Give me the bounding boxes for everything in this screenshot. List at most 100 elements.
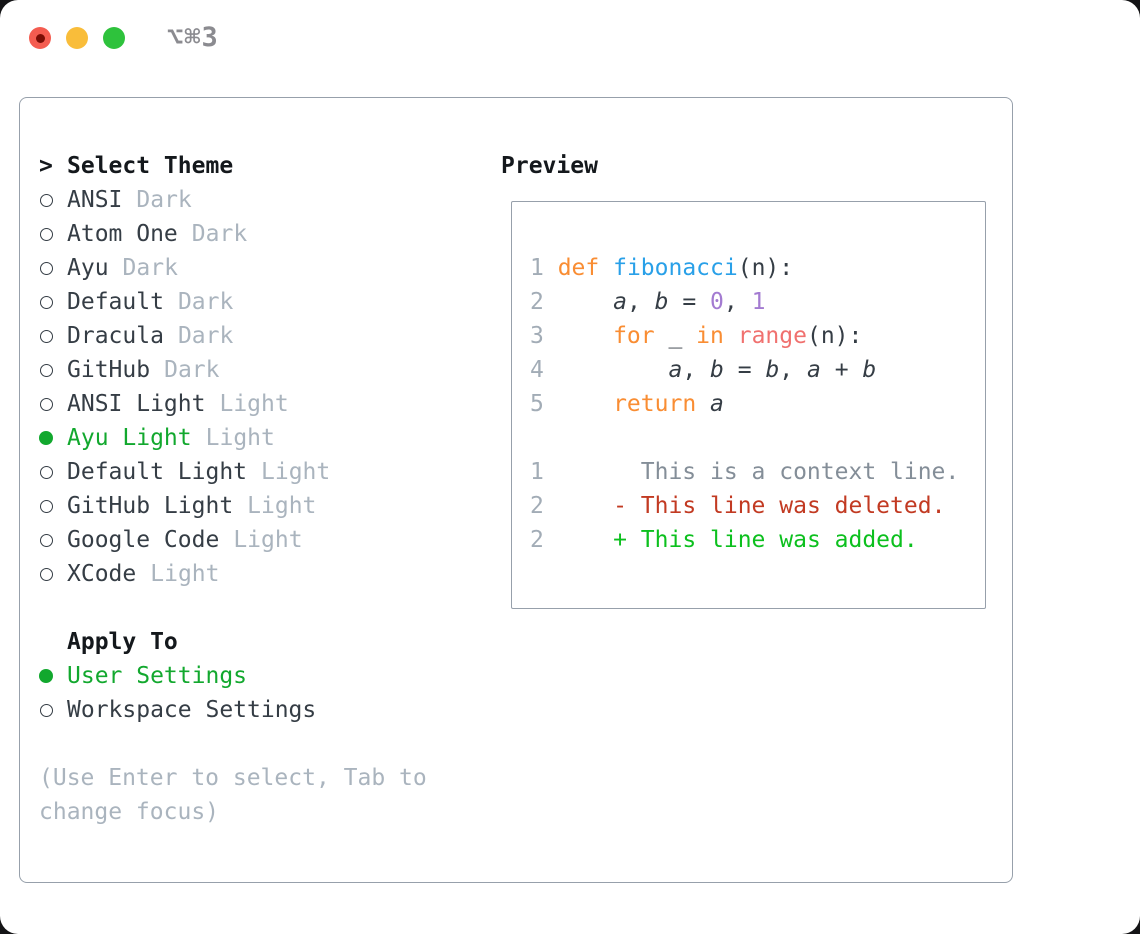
close-button[interactable] [29,27,51,49]
option-badge: Dark [191,221,248,247]
radio-marker [39,387,67,421]
option-badge: Light [219,391,289,417]
option-label: GitHub [67,357,151,383]
theme-option[interactable]: Default Light Light [39,455,484,489]
radio-icon [40,703,53,717]
radio-marker [39,489,67,523]
code-line: 5 return a [530,387,985,421]
radio-icon [40,465,53,479]
option-badge: Dark [164,357,220,383]
radio-icon [40,567,53,581]
radio-marker [39,557,67,591]
option-label: Atom One [67,221,178,247]
option-label: Google Code [67,527,220,553]
theme-option[interactable]: ANSI Light Light [39,387,484,421]
theme-option[interactable]: GitHub Dark [39,353,484,387]
option-badge: Light [247,493,317,519]
code-text: This is a context line. [557,459,960,485]
theme-option[interactable]: Dracula Dark [39,319,484,353]
radio-marker [39,523,67,557]
preview-header: Preview [501,153,598,179]
radio-marker [39,659,67,693]
radio-marker [39,319,67,353]
line-number: 2 [530,493,544,519]
code-text: + This line was added. [613,527,918,553]
code-line: 2 + This line was added. [530,523,985,557]
line-number: 5 [530,391,544,417]
apply-to-marker [39,625,67,659]
line-number: 1 [530,255,544,281]
code-line: 3 for _ in range(n): [530,319,985,353]
line-number: 3 [530,323,544,349]
option-badge: Dark [122,255,178,281]
help-text: (Use Enter to select, Tab to change focu… [39,765,427,825]
window-title: ⌥⌘3 [167,22,219,53]
option-badge: Light [205,425,275,451]
theme-list: ANSI Dark Atom One Dark Ayu Dark Default… [39,183,484,591]
theme-option[interactable]: Ayu Dark [39,251,484,285]
code-line: 2 - This line was deleted. [530,489,985,523]
option-label: ANSI [67,187,123,213]
theme-option[interactable]: GitHub Light Light [39,489,484,523]
code-text: a, b = b, a + b [668,357,877,383]
radio-icon [40,397,53,411]
option-badge: Light [150,561,220,587]
maximize-button[interactable] [103,27,125,49]
radio-marker [39,217,67,251]
select-theme-header: > Select Theme [39,149,484,183]
code-line [530,421,985,455]
option-label: ANSI Light [67,391,206,417]
radio-marker [39,455,67,489]
radio-icon [40,363,53,377]
apply-target-option[interactable]: Workspace Settings [39,693,484,727]
option-badge: Dark [177,323,234,349]
radio-icon [40,499,53,513]
theme-option[interactable]: Default Dark [39,285,484,319]
option-label: GitHub Light [67,493,234,519]
apply-to-title: Apply To [67,629,178,655]
line-number: 4 [530,357,544,383]
theme-picker-column: > Select Theme ANSI Dark Atom One Dark A… [39,149,484,829]
theme-option[interactable]: Google Code Light [39,523,484,557]
window-titlebar: ⌥⌘3 [0,0,1140,76]
theme-picker-panel: > Select Theme ANSI Dark Atom One Dark A… [19,97,1013,883]
code-text: for _ in range(n): [613,323,863,349]
minimize-button[interactable] [66,27,88,49]
option-label: Ayu [67,255,109,281]
unsaved-dot-icon [35,33,45,43]
radio-marker [39,183,67,217]
select-theme-title: Select Theme [67,153,234,179]
line-number: 2 [530,527,544,553]
radio-selected-icon [39,431,53,445]
radio-marker [39,693,67,727]
radio-selected-icon [39,669,53,683]
apply-to-header: Apply To [39,625,484,659]
code-line: 1 This is a context line. [530,455,985,489]
option-badge: Light [261,459,331,485]
line-number: 1 [530,459,544,485]
option-label: Ayu Light [67,425,192,451]
line-number: 2 [530,289,544,315]
theme-option[interactable]: Ayu Light Light [39,421,484,455]
apply-to-list: User Settings Workspace Settings [39,659,484,727]
theme-option[interactable]: XCode Light [39,557,484,591]
radio-marker [39,251,67,285]
radio-icon [40,261,53,275]
theme-option[interactable]: ANSI Dark [39,183,484,217]
radio-marker [39,421,67,455]
code-text: a, b = 0, 1 [613,289,766,315]
theme-option[interactable]: Atom One Dark [39,217,484,251]
radio-marker [39,353,67,387]
option-badge: Dark [177,289,234,315]
radio-icon [40,329,53,343]
code-text: - This line was deleted. [613,493,946,519]
code-line: 4 a, b = b, a + b [530,353,985,387]
apply-target-option[interactable]: User Settings [39,659,484,693]
radio-marker [39,285,67,319]
radio-icon [40,227,53,241]
prompt-marker: > [39,149,67,183]
